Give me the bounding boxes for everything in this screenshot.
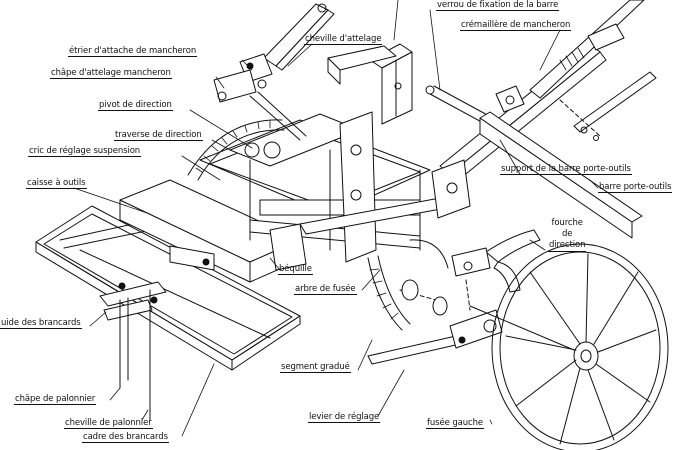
label-levier: levier de réglage [308,412,381,423]
label-fourche-line2: de [561,229,573,239]
label-cheville-attelage: cheville d'attelage [304,34,383,45]
label-traverse: traverse de direction [114,130,203,141]
label-fusee: fusée gauche [426,418,485,429]
label-cric: cric de réglage suspension [28,146,142,157]
leader-lines [73,0,599,437]
chassis [199,111,447,271]
label-support-barre: support de la barre porte-outils [500,164,632,175]
label-arbre: arbre de fusée [294,284,357,295]
label-bequille: béquille [278,264,313,275]
label-cremaillere: crémaillère de mancheron [460,20,572,31]
label-chape-attelage: châpe d'attelage mancheron [50,68,172,79]
label-fourche-line3: direction [549,240,586,250]
graduated-segment-left [187,119,285,181]
shaft-guide [99,281,167,421]
label-caisse: caisse à outils [26,178,87,189]
steering-fork [485,229,541,293]
adjusting-lever [367,309,503,365]
rear-plank [327,45,397,85]
label-etrier: étrier d'attache de mancheron [68,46,198,57]
label-cadre: cadre des brancards [82,432,169,443]
tool-bar [479,71,657,239]
right-handle [425,0,645,183]
label-barre: barre porte-outils [598,182,673,193]
tool-bar-support [431,159,471,219]
label-fourche: fourche de direction [548,218,587,252]
label-fourche-line1: fourche [551,218,583,228]
graduated-segment-front [367,239,449,331]
label-chape-palonnier: châpe de palonnier [14,394,97,405]
left-handle [213,3,335,141]
label-guide: uide des brancards [0,318,82,329]
label-segment: segment gradué [280,362,351,373]
shafts-frame [35,205,301,371]
label-cheville-palonnier: cheville de palonnier [64,418,153,429]
label-pivot: pivot de direction [98,100,173,111]
label-verrou: verrou de fixation de la barre [436,0,560,11]
wheel [469,243,669,450]
axle-parts [399,247,491,316]
